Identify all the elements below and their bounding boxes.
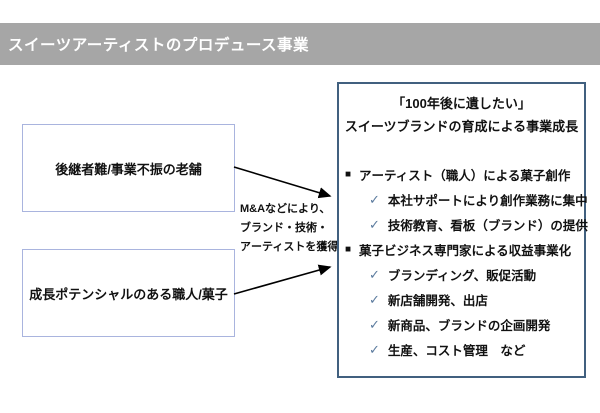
list-item-text: 技術教育、看板（ブランド）の提供 [387,219,588,233]
list-item: ✓ 技術教育、看板（ブランド）の提供 [339,212,588,237]
checkmark-icon: ✓ [369,291,380,307]
checkmark-icon: ✓ [369,266,380,282]
ma-label-line: アーティストを獲得 [240,241,339,253]
source-box-label: 後継者難/事業不振の老舗 [55,161,202,177]
ma-label-line: ブランド・技術・ [240,222,328,234]
list-item: ■ アーティスト（職人）による菓子創作 [339,162,584,187]
slide-title-bar: スイーツアーティストのプロデュース事業 [0,23,600,65]
detail-item-list: ■ アーティスト（職人）による菓子創作 ✓ 本社サポートにより創作業務に集中 ✓… [339,162,588,362]
checkmark-icon: ✓ [369,216,380,232]
list-item-text: 菓子ビジネス専門家による収益事業化 [359,244,572,258]
checkmark-icon: ✓ [369,341,380,357]
slide-title: スイーツアーティストのプロデュース事業 [8,37,310,54]
list-item: ✓ 新商品、ブランドの企画開発 [339,312,584,337]
list-item-text: ブランディング、販促活動 [387,269,537,283]
ma-label-line: M&Aなどにより、 [240,203,331,215]
arrow-top-icon [233,166,332,199]
source-box-label: 成長ポテンシャルのある職人/菓子 [29,286,228,302]
list-item: ✓ 生産、コスト管理 など [339,337,584,362]
list-item-text: 新商品、ブランドの企画開発 [387,319,551,333]
checkmark-icon: ✓ [369,316,380,332]
square-bullet-icon: ■ [345,244,352,255]
list-item-text: 新店舗開発、出店 [387,294,488,308]
list-item: ✓ 本社サポートにより創作業務に集中 [339,187,588,212]
right-box-heading: 「100年後に遺したい」 スイーツブランドの育成による事業成長 [339,92,584,138]
square-bullet-icon: ■ [345,169,352,180]
source-box-potential-artisans: 成長ポテンシャルのある職人/菓子 [22,249,235,337]
list-item: ✓ ブランディング、販促活動 [339,262,584,287]
growth-detail-box: 「100年後に遺したい」 スイーツブランドの育成による事業成長 ■ アーティスト… [337,82,588,378]
list-item: ■ 菓子ビジネス専門家による収益事業化 [339,237,584,262]
list-item-text: 生産、コスト管理 など [387,344,526,358]
list-item-text: アーティスト（職人）による菓子創作 [359,169,571,183]
list-item-text: 本社サポートにより創作業務に集中 [387,194,588,208]
list-item: ✓ 新店舗開発、出店 [339,287,584,312]
arrow-bottom-icon [233,264,332,295]
heading-line-quote: 「100年後に遺したい」 [392,96,531,111]
source-box-declining-shops: 後継者難/事業不振の老舗 [22,124,235,212]
ma-acquisition-label: M&Aなどにより、 ブランド・技術・ アーティストを獲得 [240,200,340,257]
checkmark-icon: ✓ [369,191,380,207]
heading-line-growth: スイーツブランドの育成による事業成長 [344,119,579,134]
